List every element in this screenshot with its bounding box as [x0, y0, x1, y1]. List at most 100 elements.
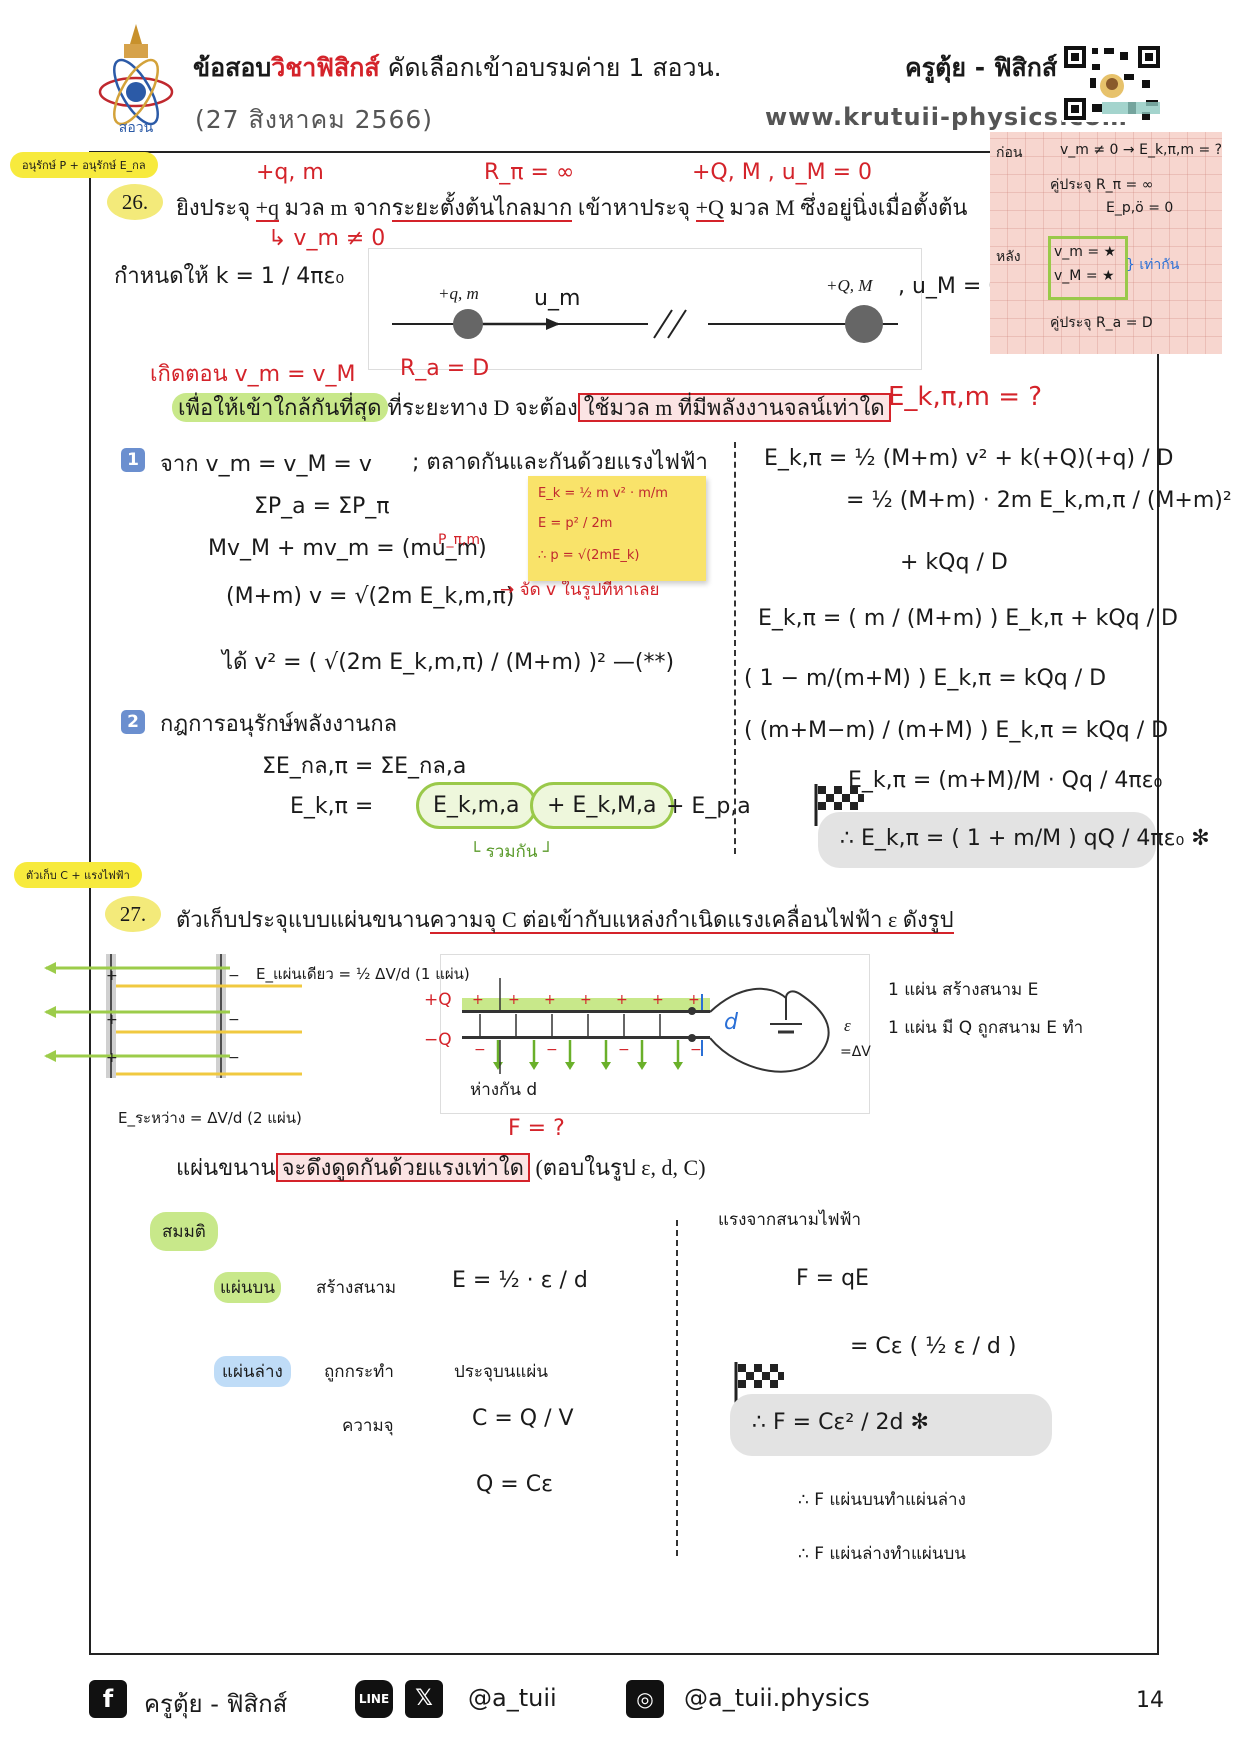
svg-text:−: −	[228, 1050, 240, 1066]
fig-delta-v: =ΔV	[840, 1044, 871, 1060]
step2-energy-sum: ΣE_กล,π = ΣE_กล,a	[262, 754, 467, 779]
step-1-badge: 1	[121, 448, 145, 472]
svg-text:+: +	[508, 992, 520, 1008]
condition-distance-D: R_a = D	[400, 356, 490, 381]
force-eq-2: = Cε ( ½ ε / d )	[850, 1334, 1017, 1359]
teacher-name: ครูตุ้ย - ฟิสิกส์	[905, 53, 1058, 82]
capacitance-label: ความจุ	[342, 1416, 394, 1436]
checkered-flag-icon	[814, 784, 864, 826]
svg-text:+: +	[652, 992, 664, 1008]
sticky-note-before-after: ก่อน v_m ≠ 0 → E_k,π,m = ? คู่ประจุ R_π …	[990, 132, 1222, 354]
footer-instagram-handle[interactable]: @a_tuii.physics	[684, 1684, 870, 1712]
step2-ek-m: E_k,m,a	[416, 782, 537, 829]
instagram-icon[interactable]: ◎	[626, 1680, 664, 1718]
step2-ep: + E_p,a	[666, 794, 751, 819]
right-note-2: 1 แผ่น มี Q ถูกสนาม E ทำ	[888, 1018, 1084, 1038]
annotation-q-m: +q, m	[256, 160, 324, 185]
x-twitter-icon[interactable]: 𝕏	[405, 1680, 443, 1718]
step1-velocity-eq: (M+m) v = √(2m E_k,m,π)	[226, 584, 515, 609]
fig-label-q: +q, m	[438, 284, 479, 303]
capacitance-eq: C = Q / V	[472, 1406, 574, 1431]
fig-label-Q: +Q, M	[826, 276, 873, 295]
column-divider-27	[676, 1220, 678, 1556]
annotation-vm-nonzero: ↳ v_m ≠ 0	[268, 226, 386, 251]
answer-box-26	[818, 812, 1156, 868]
fig-minus-Q: −Q	[424, 1030, 452, 1050]
charge-eq: Q = Cε	[476, 1472, 553, 1497]
column-divider	[734, 442, 736, 854]
step1-p-note: P_π,m	[438, 532, 480, 548]
top-plate-label: แผ่นบน	[214, 1272, 281, 1303]
topic-tag-q27: ตัวเก็บ C + แรงไฟฟ้า	[14, 862, 142, 888]
svg-text:+: +	[688, 992, 700, 1008]
derivation-6: ( (m+M−m) / (m+M) ) E_k,π = kQq / D	[744, 718, 1169, 743]
question-26-text: ยิงประจุ +q มวล m จากระยะตั้งต้นไกลมาก เ…	[176, 195, 968, 222]
step1-note: ; ตลาดกันและกันด้วยแรงไฟฟ้า	[412, 450, 708, 475]
top-plate-desc: สร้างสนาม	[316, 1278, 397, 1298]
condition-equal-velocity: เกิดตอน v_m = v_M	[150, 362, 356, 387]
derivation-4: E_k,π = ( m / (M+m) ) E_k,π + kQq / D	[758, 606, 1178, 631]
step1-rearrange-note: → จัด v ในรูปที่หาเลย	[500, 580, 660, 600]
exam-title: ข้อสอบวิชาฟิสิกส์ คัดเลือกเข้าอบรมค่าย 1…	[193, 53, 722, 82]
exam-date: (27 สิงหาคม 2566)	[195, 105, 434, 134]
svg-text:−: −	[228, 968, 240, 984]
step2-title: กฎการอนุรักษ์พลังงานกล	[160, 712, 398, 737]
derivation-1: E_k,π = ½ (M+m) v² + k(+Q)(+q) / D	[764, 446, 1174, 471]
footer-facebook-name[interactable]: ครูตุ้ย - ฟิสิกส์	[144, 1690, 288, 1718]
given-k: กำหนดให้ k = 1 / 4πε₀	[114, 264, 345, 289]
step-2-badge: 2	[121, 710, 145, 734]
capacitor-diagram: + + + + + + + − − − −	[462, 978, 830, 1074]
question-27-text-2: แผ่นขนานจะดึงดูดกันด้วยแรงเท่าใด (ตอบในร…	[176, 1153, 706, 1182]
annotation-Q-M: +Q, M , u_M = 0	[692, 160, 873, 185]
svg-text:+: +	[106, 1050, 118, 1066]
fig-label-uM: , u_M = 0	[898, 274, 1003, 299]
fig-emf: ε	[844, 1016, 851, 1035]
svg-text:−: −	[474, 1042, 486, 1058]
content-frame	[89, 151, 1159, 1655]
figure-charges	[368, 248, 922, 370]
svg-text:−: −	[618, 1042, 630, 1058]
line-icon[interactable]: LINE	[355, 1680, 393, 1718]
facebook-icon[interactable]: f	[89, 1680, 127, 1718]
capacitor-figure	[440, 954, 870, 1114]
svg-text:−: −	[546, 1042, 558, 1058]
bottom-plate-label: แผ่นล่าง	[214, 1356, 291, 1387]
question-number-27: 27.	[105, 896, 161, 932]
svg-text:+: +	[106, 1012, 118, 1028]
force-title: แรงจากสนามไฟฟ้า	[718, 1210, 862, 1230]
step2-energy-lhs: E_k,π =	[290, 794, 374, 819]
fig-label-u: u_m	[534, 286, 581, 311]
derivation-2: = ½ (M+m) · 2m E_k,m,π / (M+m)²	[846, 488, 1232, 513]
svg-text:+: +	[544, 992, 556, 1008]
step2-ek-M: + E_k,M,a	[530, 782, 674, 829]
fig-plus-Q: +Q	[424, 990, 452, 1010]
qr-code-icon	[1062, 44, 1162, 122]
olympiad-logo: สอวน	[98, 24, 174, 136]
step1-momentum-eq: Mv_M + mv_m = (mu_m)	[208, 536, 487, 561]
svg-text:สอวน: สอวน	[119, 120, 154, 136]
question-number-26: 26.	[107, 184, 163, 220]
plate-field-sketch: +++ −−−	[44, 954, 302, 1078]
force-note-1: ∴ F แผ่นบนทำแผ่นล่าง	[798, 1490, 966, 1510]
svg-text:+: +	[580, 992, 592, 1008]
sticky-note-momentum-energy: E_k = ½ m v² · m/m E = p² / 2m ∴ p = √(2…	[528, 476, 706, 581]
right-note-1: 1 แผ่น สร้างสนาม E	[888, 980, 1039, 1000]
question-27-text: ตัวเก็บประจุแบบแผ่นขนานความจุ C ต่อเข้าก…	[176, 907, 954, 934]
page-number: 14	[1136, 1688, 1164, 1713]
force-eq-1: F = qE	[796, 1266, 869, 1291]
derivation-5: ( 1 − m/(m+M) ) E_k,π = kQq / D	[744, 666, 1107, 691]
ask-kinetic-energy: E_k,π,m = ?	[888, 382, 1043, 412]
svg-text:+: +	[616, 992, 628, 1008]
svg-text:−: −	[690, 1042, 702, 1058]
derivation-7: E_k,π = (m+M)/M · Qq / 4πε₀	[848, 768, 1163, 793]
topic-tag-q26: อนุรักษ์ P + อนุรักษ์ E_กล	[10, 152, 158, 178]
field-one-plate: E_แผ่นเดียว = ½ ΔV/d (1 แผ่น)	[256, 965, 470, 983]
svg-text:+: +	[472, 992, 484, 1008]
top-plate-eq: E = ½ · ε / d	[452, 1268, 588, 1293]
svg-text:+: +	[106, 968, 118, 984]
assume-bubble: สมมติ	[150, 1212, 218, 1251]
bottom-plate-charge: ประจุบนแผ่น	[454, 1362, 548, 1382]
step1-v-squared: ได้ v² = ( √(2m E_k,m,π) / (M+m) )² —(**…	[222, 650, 675, 675]
footer-line-x-handle[interactable]: @a_tuii	[468, 1684, 557, 1712]
answer-box-27	[730, 1394, 1052, 1456]
